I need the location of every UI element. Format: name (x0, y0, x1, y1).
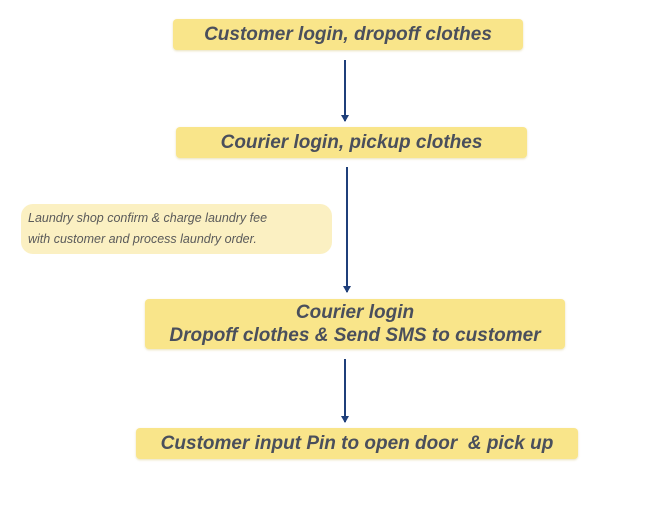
flow-step-customer-pickup: Customer input Pin to open door & pick u… (136, 428, 578, 459)
flow-step-customer-dropoff: Customer login, dropoff clothes (173, 19, 523, 50)
step-label-line-1: Courier login (295, 302, 415, 323)
step-label: Courier login, pickup clothes (220, 131, 483, 153)
note-line: Laundry shop confirm & charge laundry fe… (28, 211, 268, 225)
laundry-shop-note: Laundry shop confirm & charge laundry fe… (21, 204, 332, 254)
step-label: Customer login, dropoff clothes (204, 23, 492, 45)
note-line: with customer and process laundry order. (28, 232, 257, 246)
step-label: Customer input Pin to open door & pick u… (160, 432, 554, 454)
flow-step-courier-dropoff: Courier login Dropoff clothes & Send SMS… (145, 299, 565, 349)
step-label-line-2: Dropoff clothes & Send SMS to customer (169, 325, 541, 346)
flow-step-courier-pickup: Courier login, pickup clothes (176, 127, 527, 158)
